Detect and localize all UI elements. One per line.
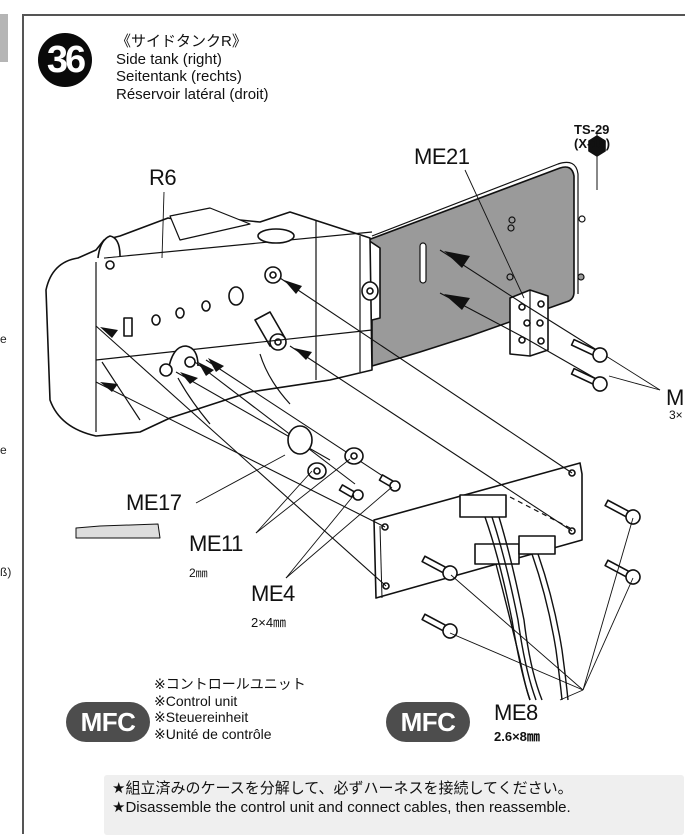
note-line-ja: ★組立済みのケースを分解して、必ずハーネスを接続してください。	[112, 780, 573, 797]
part-label-me11: ME11	[189, 531, 243, 556]
page-edge-tab	[0, 14, 8, 62]
tank-body	[45, 211, 373, 437]
step-titles: 《サイドタンクR》 Side tank (right) Seitentank (…	[116, 33, 269, 103]
control-unit-line-de: ※Steuereinheit	[154, 709, 249, 725]
part-label-me21: ME21	[414, 144, 470, 169]
step-number-badge: 36	[38, 33, 92, 87]
note-line-en: ★Disassemble the control unit and connec…	[112, 799, 571, 816]
part-label-m-cut: M	[666, 385, 684, 410]
step-frame	[22, 14, 685, 834]
mfc-badge-control-unit: MFC	[66, 702, 150, 742]
margin-text-fragment: e	[0, 443, 7, 457]
part-size-me4: 2×4㎜	[251, 615, 287, 630]
margin-text-fragment: e	[0, 332, 7, 346]
part-size-me8: 2.6×8㎜	[494, 729, 540, 744]
margin-text-fragment: ß)	[0, 565, 12, 579]
part-label-me4: ME4	[251, 581, 295, 606]
mfc-badge-me8: MFC	[386, 702, 470, 742]
control-unit-line-en: ※Control unit	[154, 692, 238, 709]
paint-point-hex	[588, 135, 606, 157]
control-unit-note: ※コントロールユニット ※Control unit ※Steuereinheit…	[154, 676, 306, 742]
paint-alt-code-label: (X-18)	[574, 136, 611, 151]
cement-tube	[75, 523, 161, 539]
part-label-me8: ME8	[494, 700, 538, 725]
paint-code-label: TS-29	[574, 122, 610, 137]
title-english: Side tank (right)	[116, 50, 222, 68]
tapping-screws	[421, 338, 641, 639]
part-size-me11: 2㎜	[189, 566, 208, 580]
control-unit-line-ja: ※コントロールユニット	[154, 676, 306, 692]
title-german: Seitentank (rechts)	[116, 68, 242, 85]
direction-arrows	[100, 251, 470, 392]
control-board	[373, 462, 583, 599]
part-label-r6: R6	[149, 165, 177, 190]
part-size-m-cut: 3×	[669, 408, 683, 422]
assembly-note-box: ★組立済みのケースを分解して、必ずハーネスを接続してください。 ★Disasse…	[104, 775, 684, 835]
side-plate-rim	[371, 161, 579, 294]
control-unit-line-fr: ※Unité de contrôle	[154, 725, 272, 742]
part-label-me17: ME17	[126, 490, 182, 515]
title-french: Réservoir latéral (droit)	[116, 85, 269, 103]
title-japanese: 《サイドタンクR》	[116, 33, 247, 50]
